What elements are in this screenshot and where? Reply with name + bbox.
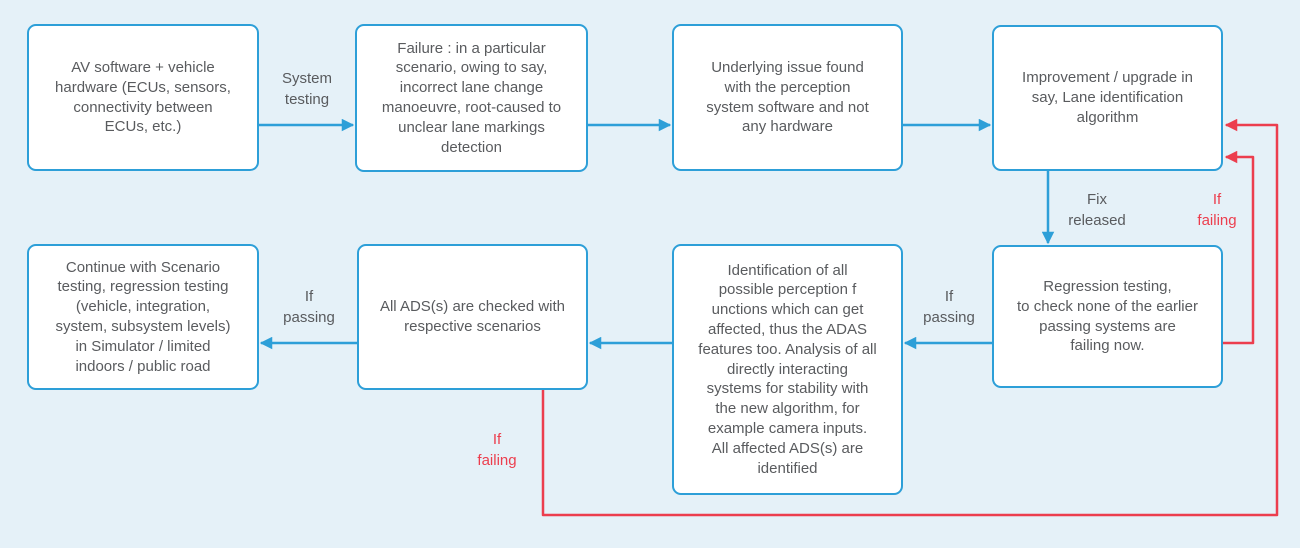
label-if-passing-left: If passing <box>283 288 335 326</box>
box-continue-testing: Continue with Scenario testing, regressi… <box>27 244 259 390</box>
label-if-passing-right: If passing <box>923 288 975 326</box>
label-if-failing-top: If failing <box>1197 191 1237 229</box>
label-if-failing-bottom: If failing <box>477 431 517 469</box>
box-failure-scenario: Failure : in a particular scenario, owin… <box>355 24 588 172</box>
arrow-if-failing-inner-loop <box>1223 150 1255 345</box>
box-identification-affected: Identification of all possible perceptio… <box>672 244 903 495</box>
box-improvement-upgrade: Improvement / upgrade in say, Lane ident… <box>992 25 1223 171</box>
box-regression-testing: Regression testing, to check none of the… <box>992 245 1223 388</box>
box-av-hardware: AV software + vehicle hardware (ECUs, se… <box>27 24 259 171</box>
label-fix-released: Fix released <box>1068 191 1126 229</box>
box-ads-checked: All ADS(s) are checked with respective s… <box>357 244 588 390</box>
arrow-if-failing-outer-loop <box>541 118 1279 517</box>
box-underlying-issue: Underlying issue found with the percepti… <box>672 24 903 171</box>
label-system-testing: System testing <box>281 70 333 108</box>
